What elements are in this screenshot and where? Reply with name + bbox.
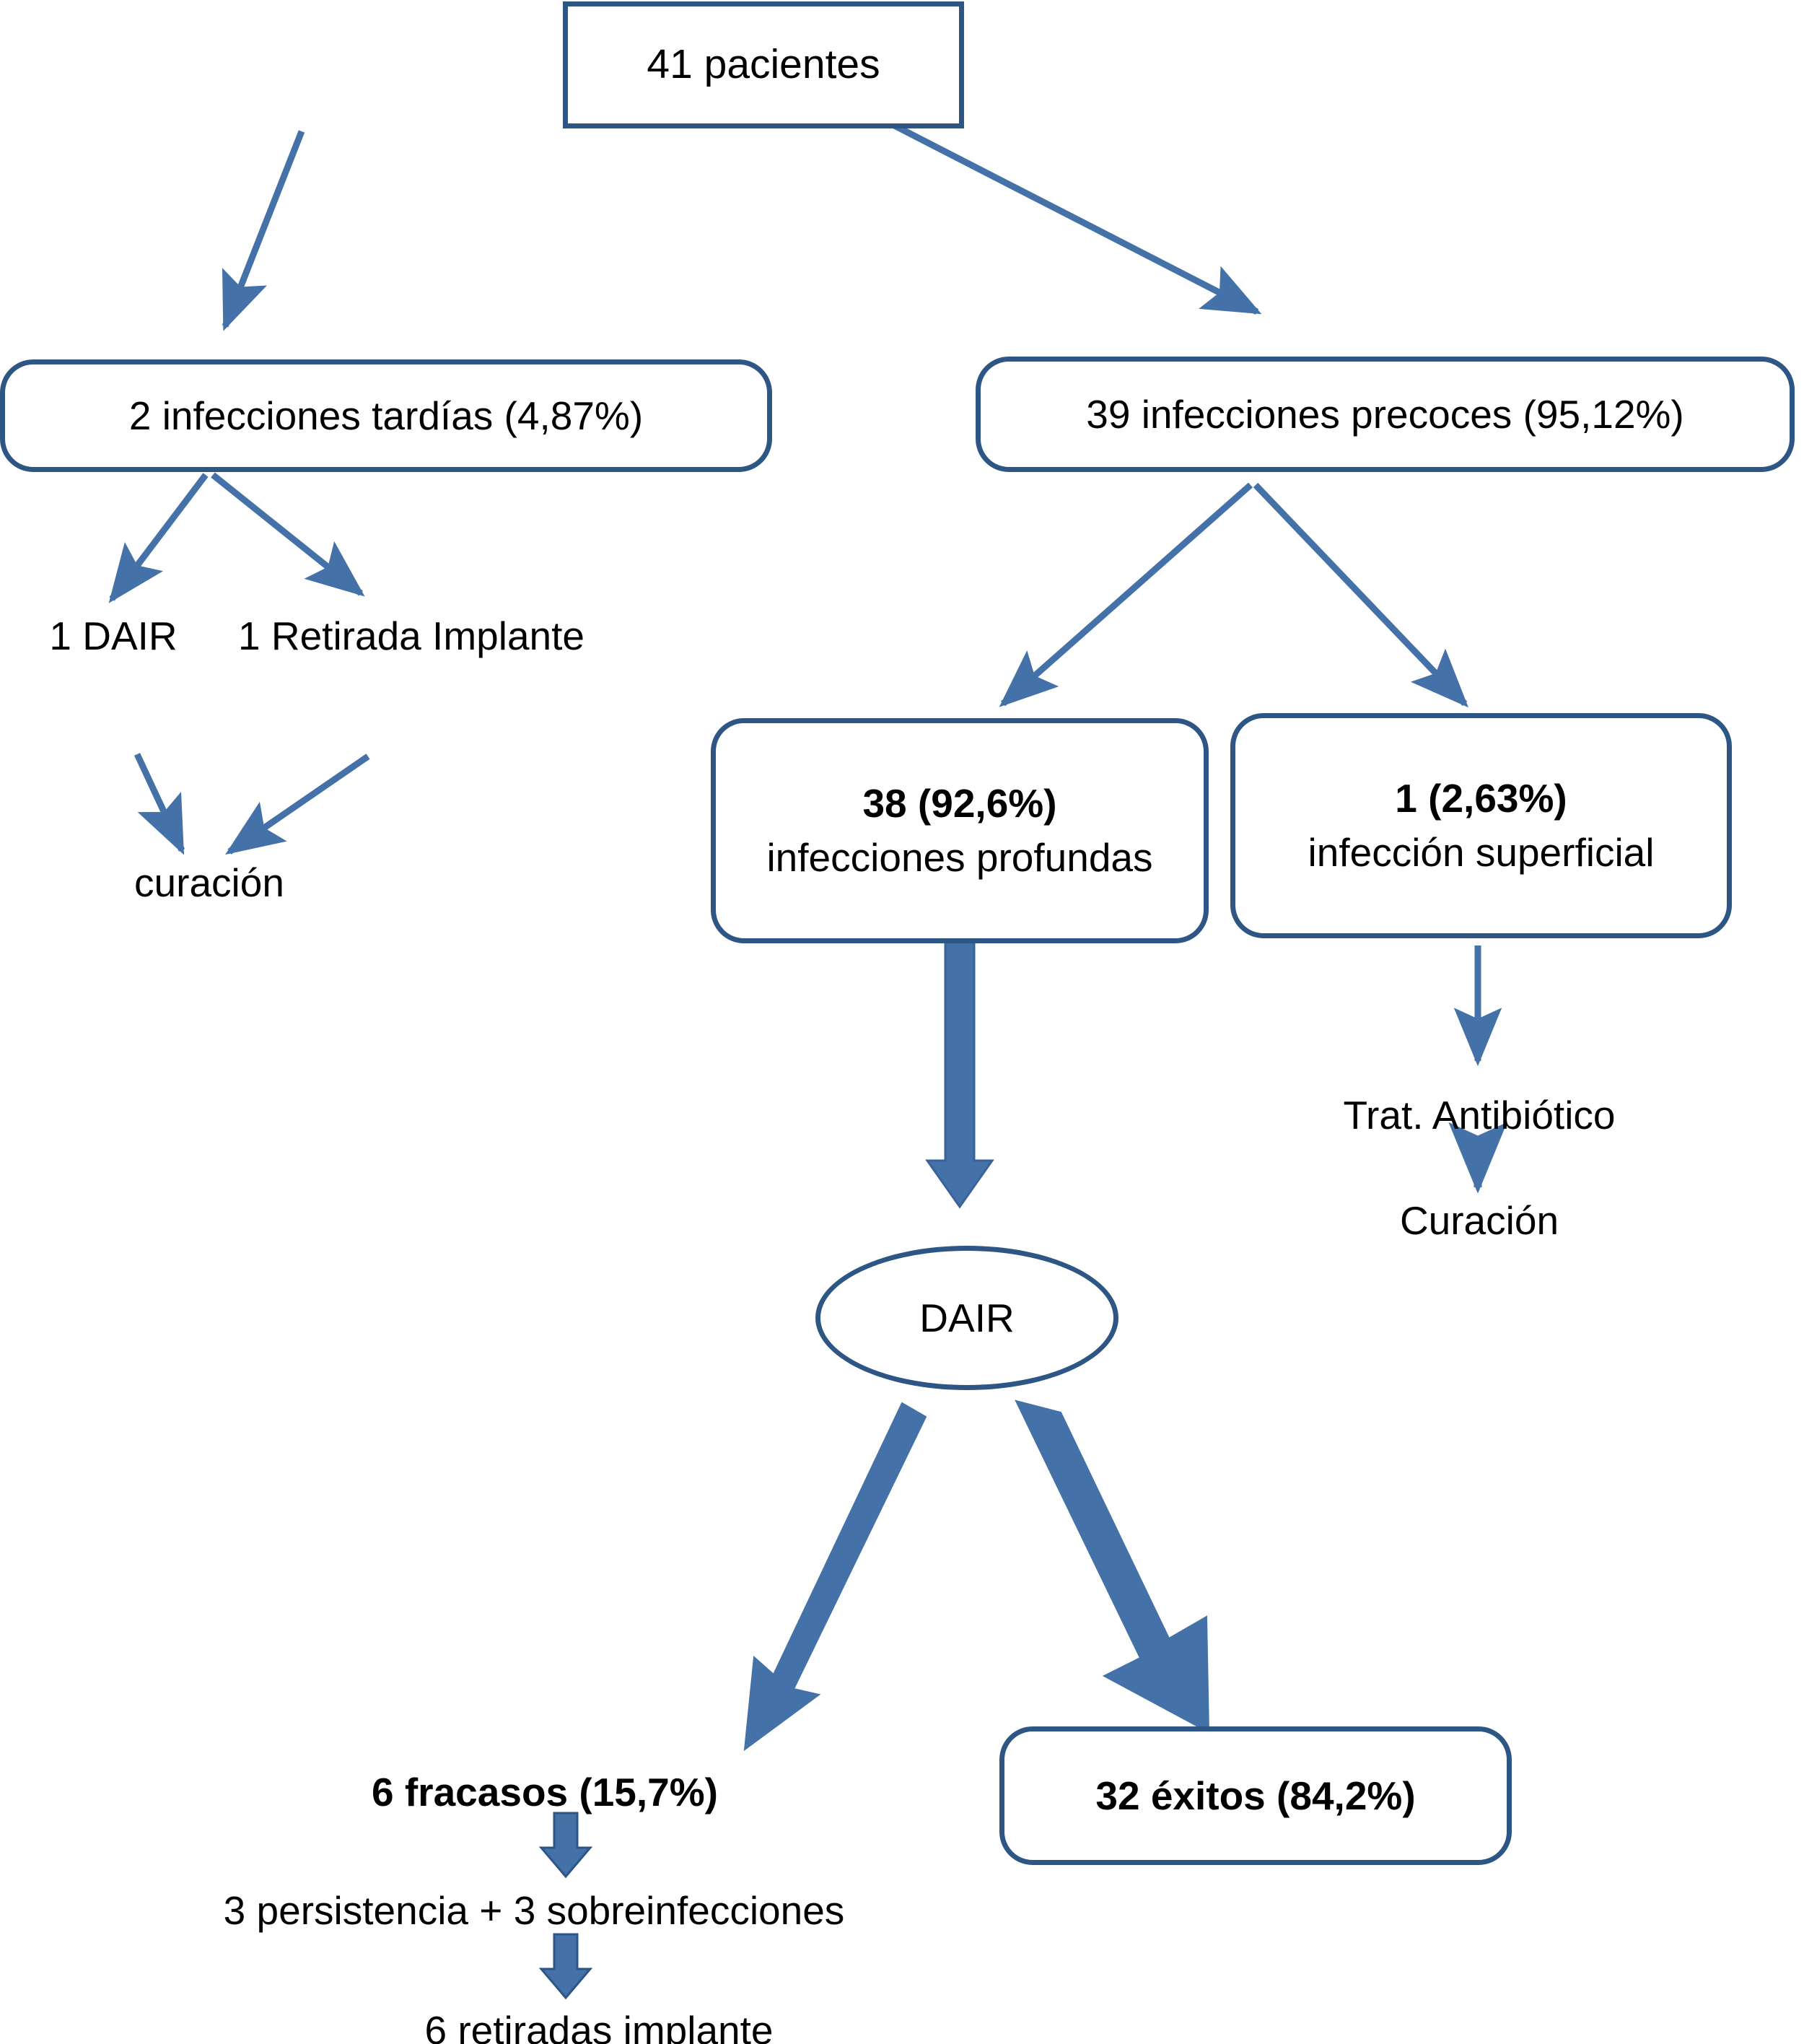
edge-tardias-to-retirada1 — [211, 472, 365, 597]
node-cure-late: curación — [115, 859, 303, 907]
edge-precoces-to-superficial — [1253, 482, 1468, 708]
node-one-implant-removal: 1 Retirada Implante — [216, 612, 606, 660]
node-dair[interactable]: DAIR — [815, 1246, 1118, 1390]
edge-retirada1-to-curacion1 — [225, 754, 370, 855]
edge-profundas-to-dair — [925, 940, 994, 1209]
edge-total-to-precoces — [877, 114, 1262, 315]
edge-dair-to-fracasos — [743, 1402, 927, 1752]
edge-dair-to-exitos — [1015, 1399, 1210, 1734]
node-one-dair-label: 1 DAIR — [49, 613, 178, 658]
node-persistence-superinfection-label: 3 persistencia + 3 sobreinfecciones — [223, 1887, 845, 1933]
node-deep-infections-count: 38 (92,6%) — [862, 781, 1057, 826]
node-failures-label: 6 fracasos (15,7%) — [372, 1769, 718, 1814]
node-early-infections-label: 39 infecciones precoces (95,12%) — [1086, 391, 1684, 437]
node-one-implant-removal-label: 1 Retirada Implante — [238, 613, 584, 658]
node-persistence-superinfection: 3 persistencia + 3 sobreinfecciones — [180, 1885, 888, 1936]
node-superficial-infection-label: infección superficial — [1308, 830, 1655, 875]
edge-tardias-to-dair1 — [108, 473, 209, 603]
node-successes[interactable]: 32 éxitos (84,2%) — [999, 1726, 1512, 1865]
node-failures: 6 fracasos (15,7%) — [289, 1767, 801, 1817]
node-superficial-infection[interactable]: 1 (2,63%) infección superficial — [1230, 713, 1732, 938]
edge-precoces-to-profundas — [999, 482, 1253, 707]
node-late-infections[interactable]: 2 infecciones tardías (4,87%) — [0, 359, 772, 472]
node-cure-superficial-label: Curación — [1399, 1197, 1559, 1243]
node-superficial-infection-count: 1 (2,63%) — [1395, 776, 1567, 821]
node-six-implant-removals-label: 6 retiradas implante — [424, 2007, 774, 2044]
node-antibiotic-treatment-label: Trat. Antibiótico — [1343, 1092, 1616, 1137]
edge-dair1-to-curacion1 — [133, 753, 185, 855]
node-deep-infections-label: infecciones profundas — [766, 835, 1153, 880]
edge-total-to-tardias — [222, 130, 305, 331]
edge-fracasos-to-persistencia — [538, 1812, 593, 1879]
node-cure-late-label: curación — [134, 860, 284, 905]
node-antibiotic-treatment: Trat. Antibiótico — [1292, 1091, 1667, 1139]
node-late-infections-label: 2 infecciones tardías (4,87%) — [128, 393, 644, 438]
node-one-dair: 1 DAIR — [30, 612, 196, 660]
edge-persistencia-to-retiradas6 — [538, 1933, 593, 2000]
node-total-patients-label: 41 pacientes — [647, 41, 880, 88]
node-deep-infections[interactable]: 38 (92,6%) infecciones profundas — [711, 718, 1209, 943]
node-dair-label: DAIR — [919, 1295, 1015, 1340]
node-cure-superficial: Curación — [1371, 1197, 1588, 1244]
node-early-infections[interactable]: 39 infecciones precoces (95,12%) — [976, 357, 1795, 472]
node-total-patients[interactable]: 41 pacientes — [563, 1, 964, 128]
node-six-implant-removals: 6 retiradas implante — [390, 2005, 808, 2044]
node-successes-label: 32 éxitos (84,2%) — [1095, 1773, 1416, 1818]
